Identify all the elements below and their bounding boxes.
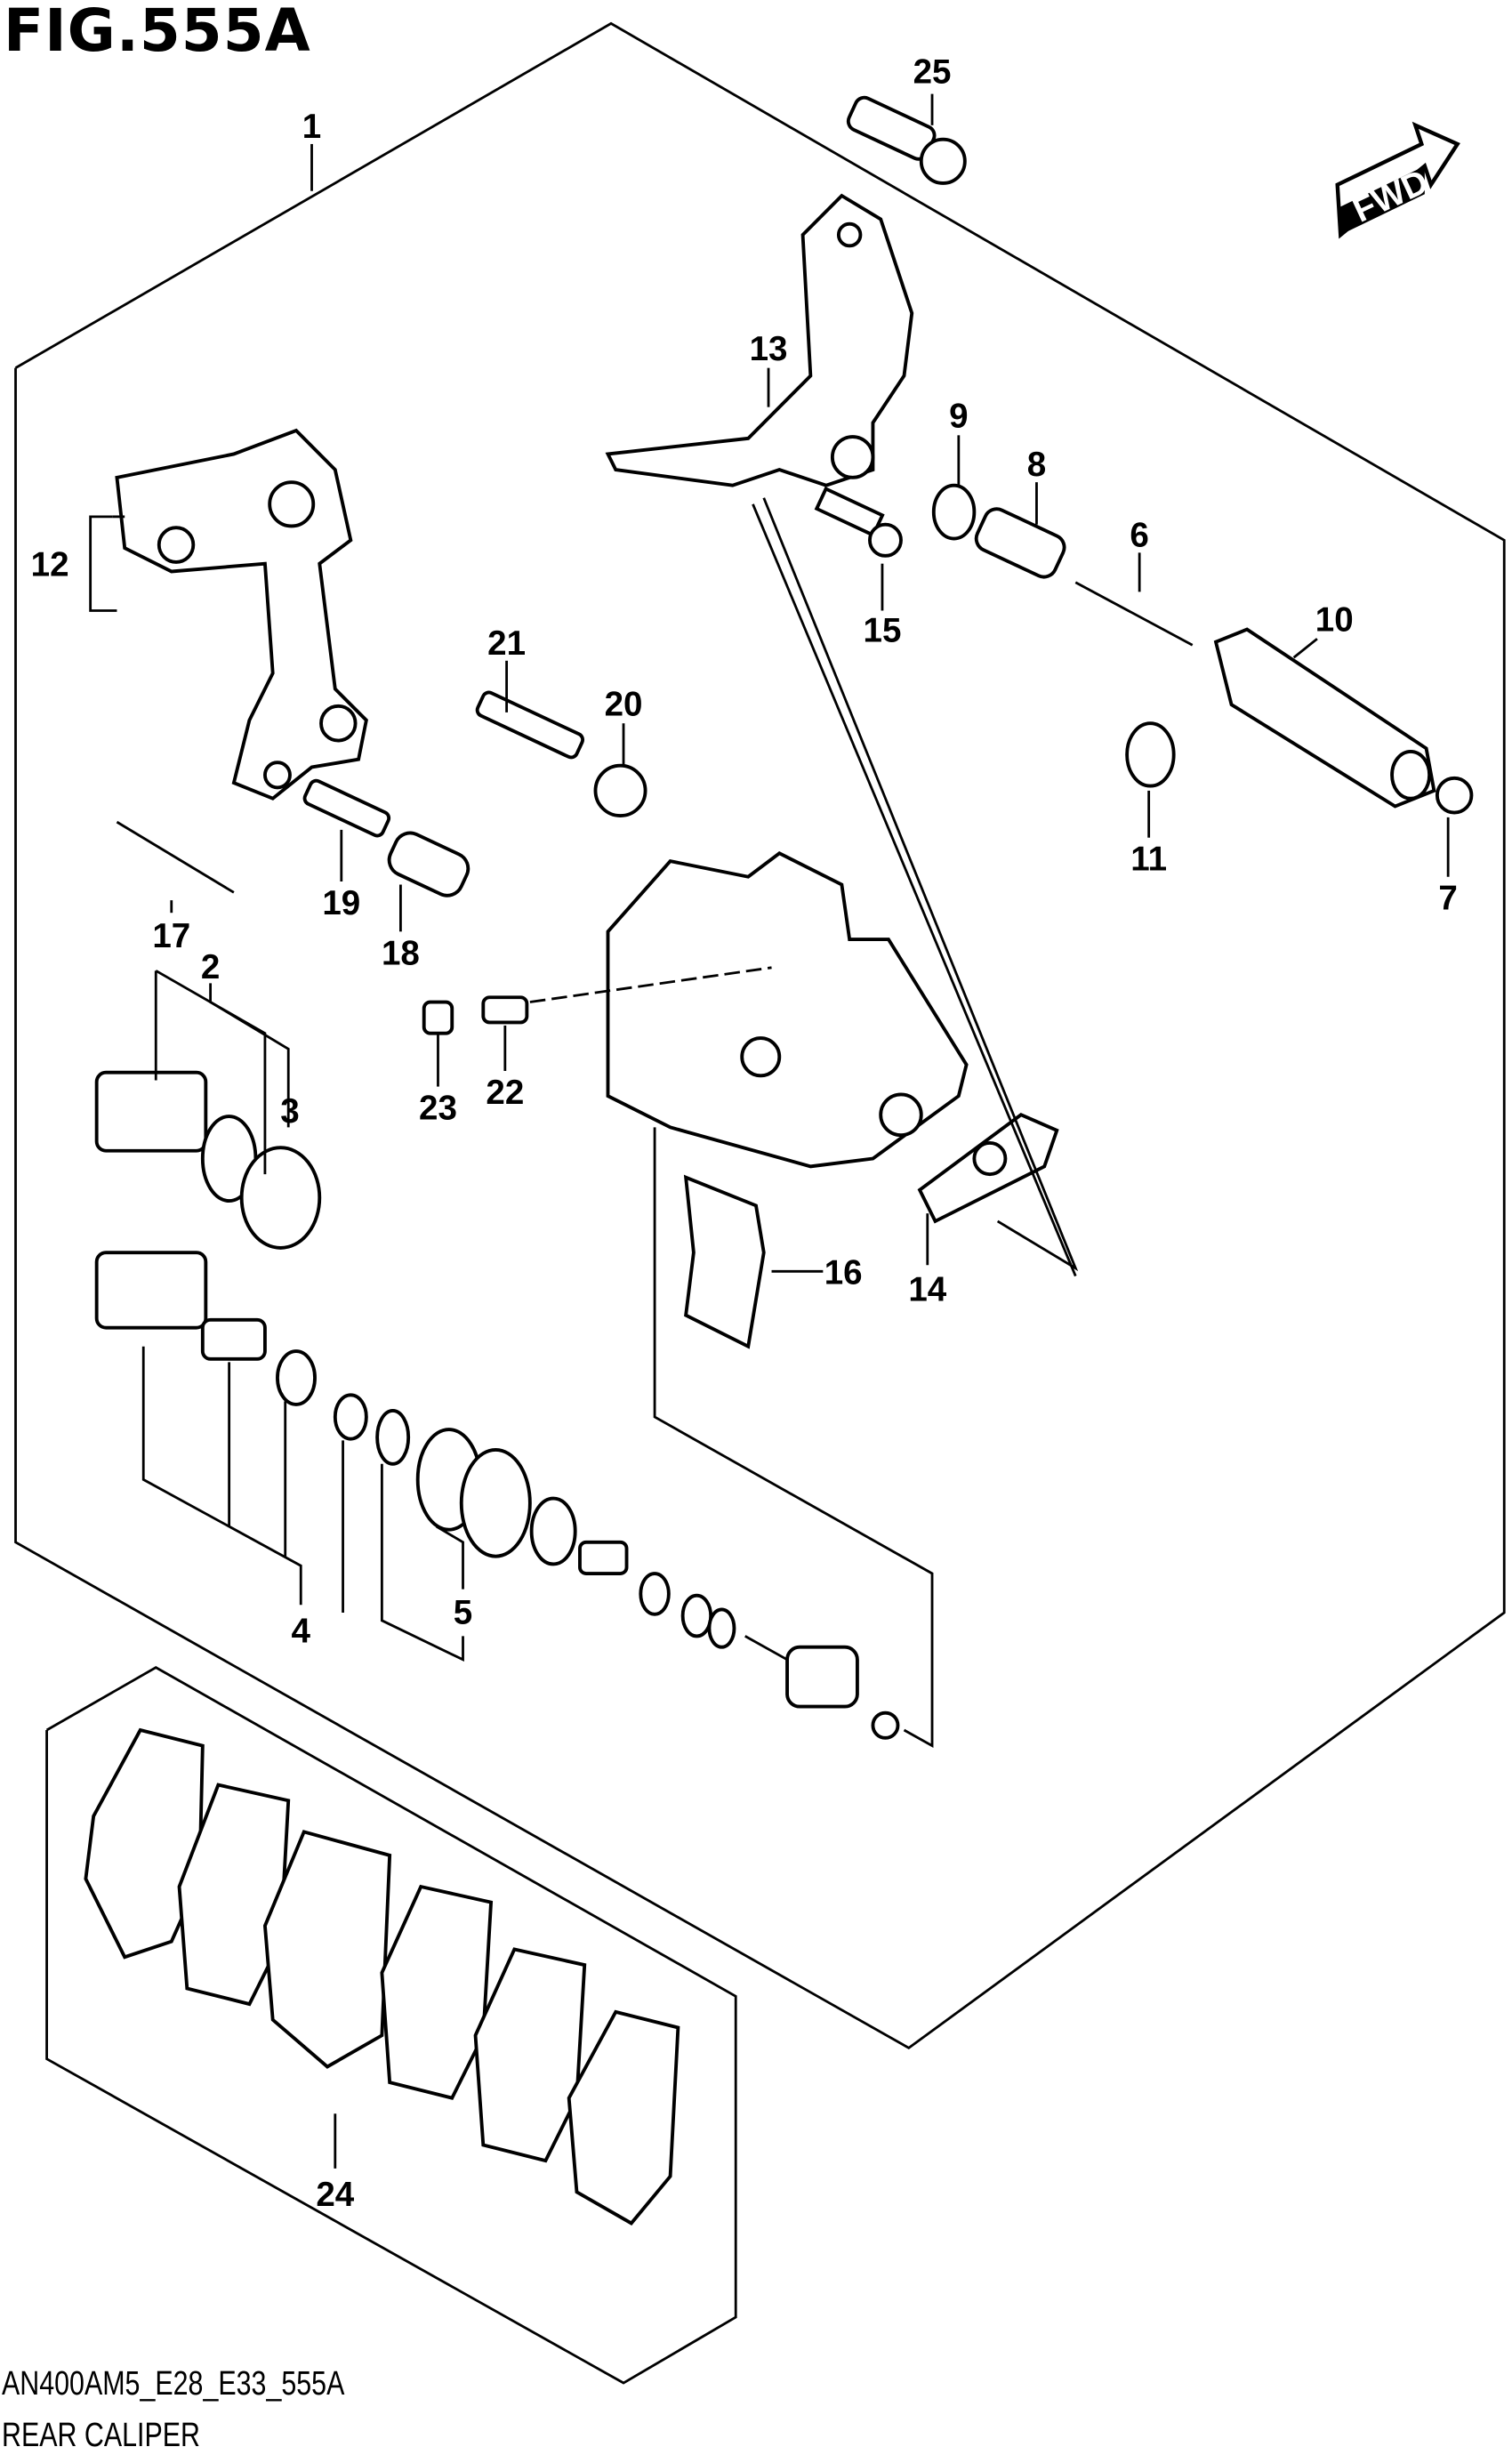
callout-6: 6: [1130, 516, 1148, 554]
callout-7: 7: [1438, 880, 1457, 918]
fwd-arrow-icon: FWD: [1335, 121, 1460, 239]
callout-13: 13: [750, 330, 788, 368]
callout-5: 5: [454, 1593, 472, 1631]
callout-20: 20: [605, 685, 643, 723]
callout-22: 22: [486, 1074, 524, 1112]
figure-code: AN400AM5_E28_E33_555A: [2, 2365, 345, 2403]
callout-14: 14: [908, 1271, 946, 1309]
callout-18: 18: [382, 934, 420, 972]
callout-3: 3: [280, 1092, 299, 1131]
leader-lines: [89, 93, 1450, 2169]
callout-4: 4: [292, 1612, 311, 1650]
brake-pad-set: [84, 1727, 680, 2226]
assembly-frame: [14, 21, 1506, 2050]
callout-2: 2: [201, 948, 220, 986]
callout-12: 12: [31, 546, 69, 584]
callout-23: 23: [419, 1089, 457, 1127]
callout-15: 15: [864, 612, 902, 650]
bracket: [115, 428, 368, 801]
callout-9: 9: [949, 397, 968, 435]
pad-set-frame: [45, 1665, 737, 2385]
callout-16: 16: [824, 1253, 863, 1292]
callout-24: 24: [316, 2176, 354, 2214]
figure-title: FIG.555A: [4, 0, 311, 65]
callout-10: 10: [1315, 600, 1354, 639]
callout-21: 21: [487, 624, 526, 663]
callout-8: 8: [1027, 446, 1046, 484]
callout-25: 25: [913, 52, 952, 91]
callout-1: 1: [302, 108, 321, 146]
callout-17: 17: [152, 917, 190, 955]
figure-name: REAR CALIPER: [2, 2417, 200, 2454]
callout-19: 19: [322, 884, 360, 922]
callout-11: 11: [1130, 841, 1167, 879]
